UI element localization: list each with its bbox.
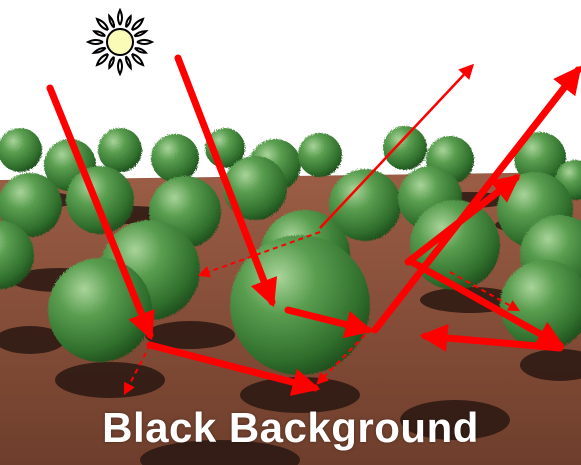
- black-background-label: Black Background: [0, 404, 581, 452]
- sun-icon: [83, 5, 156, 78]
